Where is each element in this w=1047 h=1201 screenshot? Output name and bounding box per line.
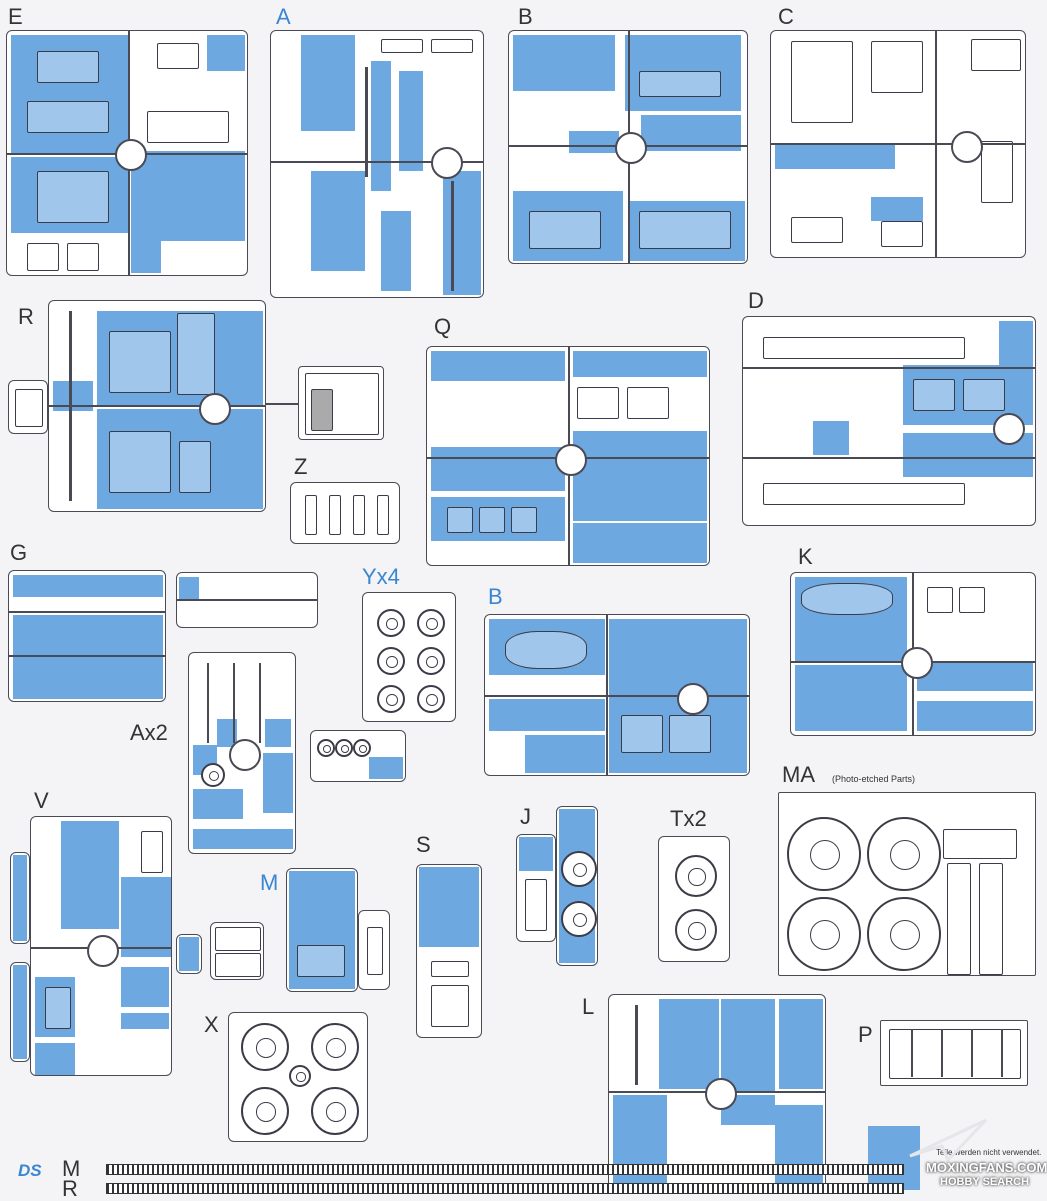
sprue-label-d: D bbox=[748, 288, 764, 313]
sprue-d bbox=[742, 316, 1036, 526]
sprue-label-g: G bbox=[10, 540, 28, 565]
sprue-b-top bbox=[508, 30, 748, 264]
ds-logo-icon: DS bbox=[16, 1158, 52, 1182]
sprue-label-c: C bbox=[778, 4, 794, 29]
sprue-label-m: M bbox=[260, 870, 279, 895]
sprue-label-s: S bbox=[416, 832, 431, 857]
sprue-j bbox=[516, 834, 556, 942]
track-r bbox=[106, 1183, 904, 1194]
sprue-label-j: J bbox=[520, 804, 531, 829]
sprue-label-q: Q bbox=[434, 314, 452, 339]
sprue-label-l: L bbox=[582, 994, 595, 1019]
sprue-p bbox=[880, 1020, 1028, 1086]
sprue-label-ax2: Ax2 bbox=[130, 720, 168, 745]
sprue-label-yx4: Yx4 bbox=[362, 564, 400, 589]
sprue-label-z: Z bbox=[294, 454, 308, 479]
sprue-label-r: R bbox=[18, 304, 34, 329]
sprue-yx4 bbox=[362, 592, 456, 722]
sprue-r-cab bbox=[298, 366, 384, 440]
watermark-hobbysearch: HOBBY SEARCH bbox=[940, 1176, 1030, 1188]
sprue-l bbox=[608, 994, 826, 1192]
sprue-label-p: P bbox=[858, 1022, 873, 1047]
sprue-r bbox=[8, 380, 48, 434]
ds-logo-text: DS bbox=[18, 1161, 42, 1180]
track-label-m: M bbox=[62, 1156, 81, 1181]
sprue-j-main bbox=[556, 806, 598, 966]
sprue-label-b-mid: B bbox=[488, 584, 503, 609]
sprue-label-tx2: Tx2 bbox=[670, 806, 707, 831]
sprue-label-e: E bbox=[8, 4, 23, 29]
sprue-c bbox=[770, 30, 1026, 258]
sprue-v-box bbox=[210, 922, 264, 980]
sprue-x bbox=[228, 1012, 368, 1142]
sprue-g-small bbox=[176, 572, 318, 628]
sprue-b-mid bbox=[484, 614, 750, 776]
sprue-label-ma: MA bbox=[782, 762, 815, 787]
sprue-q bbox=[426, 346, 710, 566]
sprue-m-side bbox=[358, 910, 390, 990]
sprue-v-left bbox=[10, 962, 30, 1062]
sprue-label-a: A bbox=[276, 4, 291, 29]
track-label-r: R bbox=[62, 1176, 78, 1201]
sprue-label-x: X bbox=[204, 1012, 219, 1037]
ma-note: (Photo-etched Parts) bbox=[832, 774, 916, 784]
sprue-v-tab bbox=[176, 934, 202, 974]
sprue-e bbox=[6, 30, 248, 276]
sprue-r-main bbox=[48, 300, 266, 512]
sprue-ax2 bbox=[188, 652, 296, 854]
legend-line1: Teile werden nicht verwendet. bbox=[936, 1148, 1042, 1157]
sprue-v-side bbox=[10, 852, 30, 944]
sprue-ma bbox=[778, 792, 1036, 976]
sprue-label-k: K bbox=[798, 544, 813, 569]
sprue-tx2 bbox=[658, 836, 730, 962]
sprue-k bbox=[790, 572, 1036, 736]
sprue-v bbox=[30, 816, 172, 1076]
watermark-moxingfans: MOXINGFANS.COM bbox=[926, 1160, 1047, 1175]
sprue-label-v: V bbox=[34, 788, 49, 813]
sprue-a bbox=[270, 30, 484, 298]
paper-plane-icon bbox=[908, 1116, 988, 1163]
sprue-z bbox=[290, 482, 400, 544]
sprue-m bbox=[286, 868, 358, 992]
track-m bbox=[106, 1164, 904, 1175]
sprue-g bbox=[8, 570, 166, 702]
sprue-s bbox=[416, 864, 482, 1038]
sprue-label-b-top: B bbox=[518, 4, 533, 29]
sprue-ax2-small bbox=[310, 730, 406, 782]
unused-parts-swatch bbox=[868, 1126, 920, 1190]
